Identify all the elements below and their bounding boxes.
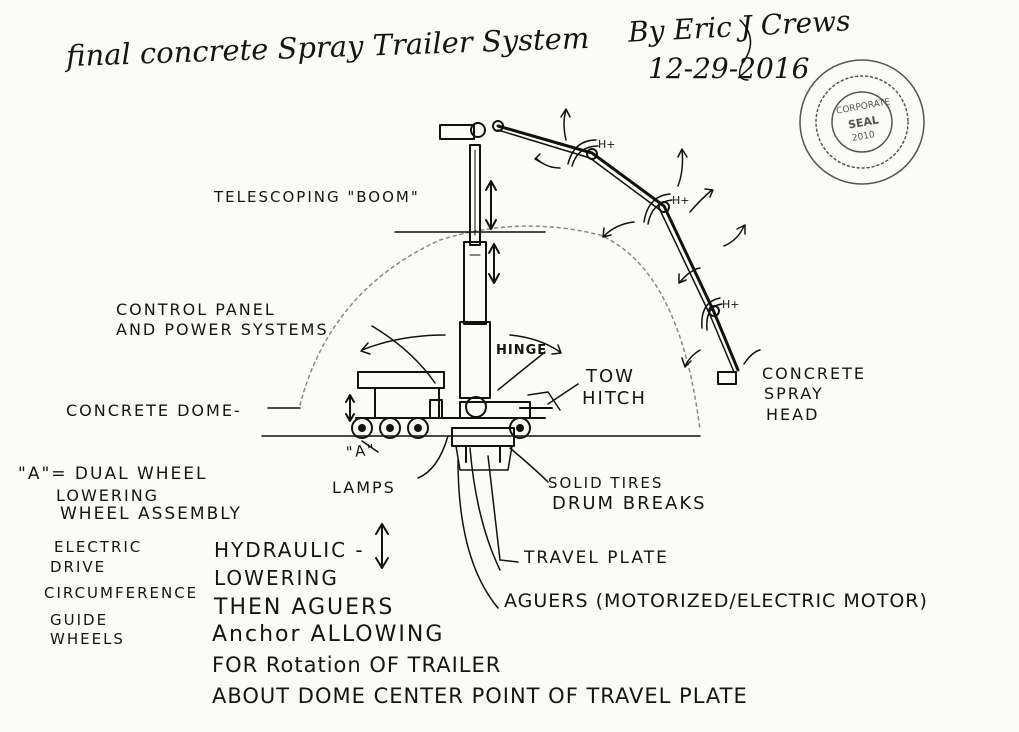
- legend-a-line8: WHEELS: [50, 630, 125, 648]
- label-solid-tires: SOLID TIRES: [548, 474, 664, 492]
- note-hydraulic-1: HYDRAULIC -: [214, 538, 365, 562]
- label-tow-hitch-1: TOW: [586, 366, 635, 387]
- label-lamps: LAMPS: [332, 478, 396, 497]
- label-drum-breaks: DRUM BREAKS: [552, 493, 707, 514]
- label-travel-plate: TRAVEL PLATE: [524, 548, 669, 568]
- dome-outline: [299, 225, 701, 431]
- label-control-panel-2: AND POWER SYSTEMS: [116, 320, 329, 339]
- sketch-date: 12-29-2016: [648, 52, 810, 85]
- corporate-seal: [799, 59, 925, 185]
- legend-a-line6: CIRCUMFERENCE: [44, 584, 199, 602]
- label-hinge: HINGE: [496, 343, 548, 358]
- label-concrete-dome: CONCRETE DOME-: [66, 401, 242, 420]
- legend-a-line2: LOWERING: [56, 486, 160, 505]
- hinge-marker-3: H+: [722, 298, 740, 311]
- swing-arrows: [360, 334, 562, 355]
- label-spray-head-3: HEAD: [766, 405, 820, 424]
- leader-lines: [267, 325, 579, 609]
- label-spray-head-2: SPRAY: [764, 384, 824, 403]
- rotation-arrows: [534, 108, 761, 368]
- legend-a-line5: DRIVE: [50, 558, 107, 576]
- signature-flourish: [738, 19, 752, 81]
- label-spray-head-1: CONCRETE: [762, 364, 867, 383]
- note-hydraulic-6: ABOUT DOME CENTER POINT OF TRAVEL PLATE: [212, 684, 748, 708]
- note-hydraulic-3: THEN AGUERS: [214, 595, 395, 620]
- note-hydraulic-4: Anchor ALLOWING: [212, 622, 445, 647]
- hydraulic-arrow: [375, 523, 389, 569]
- legend-a-line4: ELECTRIC: [54, 538, 143, 556]
- label-aguers: AGUERS (MOTORIZED/ELECTRIC MOTOR): [504, 590, 928, 612]
- legend-a-line1: "A"= DUAL WHEEL: [18, 464, 208, 484]
- hinge-marker-2: H+: [672, 194, 690, 207]
- note-hydraulic-2: LOWERING: [214, 566, 339, 590]
- articulated-arm: [496, 124, 740, 385]
- hinge-marker-1: H+: [598, 138, 616, 151]
- legend-a-line3: WHEEL ASSEMBLY: [60, 504, 242, 524]
- label-control-panel-1: CONTROL PANEL: [116, 300, 276, 319]
- legend-a-line7: GUIDE: [50, 611, 109, 629]
- trailer-body: [345, 371, 561, 471]
- note-hydraulic-5: FOR Rotation OF TRAILER: [212, 653, 502, 677]
- boom-mast: [439, 120, 504, 399]
- label-tow-hitch-2: HITCH: [582, 388, 647, 409]
- label-a-marker: "A": [345, 440, 377, 462]
- label-telescoping-boom: TELESCOPING "BOOM": [214, 188, 420, 206]
